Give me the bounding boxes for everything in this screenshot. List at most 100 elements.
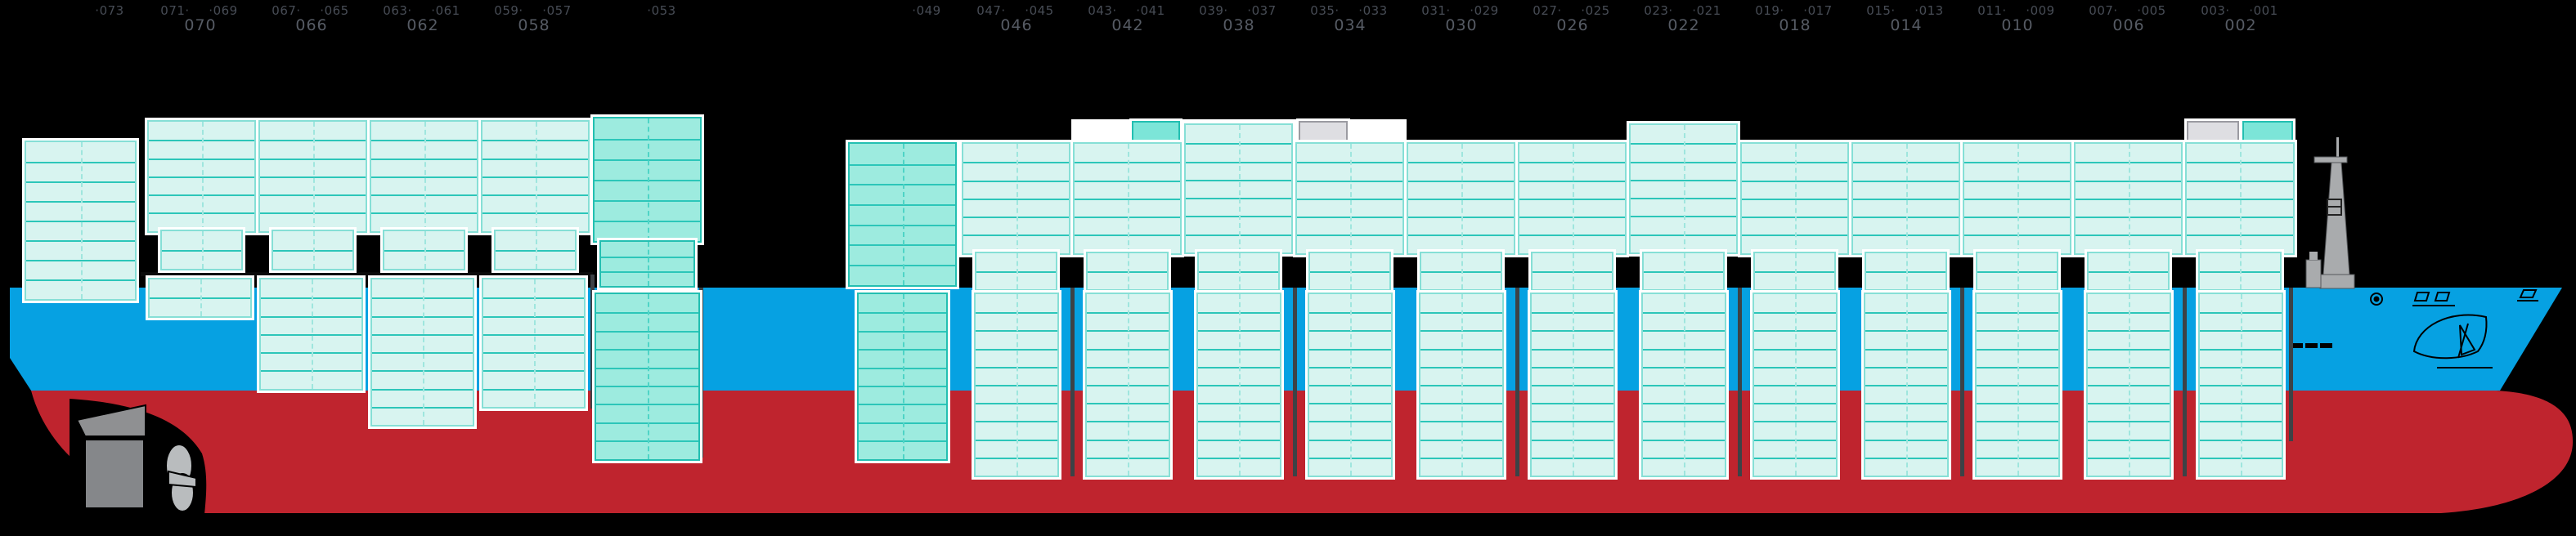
bay-002-hold-stack[interactable] xyxy=(2196,290,2286,480)
top-container-002-gray[interactable] xyxy=(2184,118,2242,145)
bay-042-hold-stack[interactable] xyxy=(1083,290,1173,480)
bay-label-058-main: 058 xyxy=(518,16,550,34)
bay-026-hold-stack[interactable] xyxy=(1528,290,1618,480)
bay-label-010-odd-left: 011· xyxy=(1977,3,2007,18)
bay-006-above-stack[interactable] xyxy=(2071,140,2185,257)
bay-label-018-odd-left: 019· xyxy=(1755,3,1784,18)
twenty-foot-divider xyxy=(424,122,426,231)
twenty-foot-divider xyxy=(201,231,204,269)
bay-022-hold-stack[interactable] xyxy=(1639,290,1729,480)
bay-053-hold-stack[interactable] xyxy=(592,290,702,463)
container-grid xyxy=(2198,252,2282,291)
bay-label-042-odd-left: 043· xyxy=(1088,3,1117,18)
bay-042-inset-stack[interactable] xyxy=(1084,249,1171,293)
bay-label-046-odd-left: 047· xyxy=(976,3,1006,18)
bay-058-inset-stack[interactable] xyxy=(491,227,579,273)
bay-066-inset-stack[interactable] xyxy=(269,227,357,273)
bay-030-above-stack[interactable] xyxy=(1404,140,1518,257)
twenty-foot-divider xyxy=(1573,294,1574,476)
twenty-foot-divider xyxy=(1905,253,1908,289)
twenty-foot-divider xyxy=(1572,144,1574,253)
bay-002-above-stack[interactable] xyxy=(2183,140,2297,257)
bay-label-062-main: 062 xyxy=(406,16,439,34)
twenty-foot-divider xyxy=(1684,294,1685,476)
bay-026-above-stack[interactable] xyxy=(1515,140,1629,257)
bay-002-inset-stack[interactable] xyxy=(2196,249,2284,293)
twenty-foot-divider xyxy=(2128,144,2130,253)
bay-026-inset-stack[interactable] xyxy=(1528,249,1616,293)
bay-014-inset-stack[interactable] xyxy=(1862,249,1950,293)
bay-label-038-odd-left: 039· xyxy=(1199,3,1228,18)
bay-010-hold-stack[interactable] xyxy=(1972,290,2062,480)
bay-062-inset-stack[interactable] xyxy=(380,227,468,273)
bay-046-inset-stack[interactable] xyxy=(972,249,1060,293)
bay-034-hold-stack[interactable] xyxy=(1305,290,1395,480)
bay-010-inset-stack[interactable] xyxy=(1973,249,2061,293)
bay-070-above-stack[interactable] xyxy=(145,118,258,235)
twenty-foot-divider xyxy=(311,279,313,389)
bulkhead-bar xyxy=(2289,288,2293,441)
bay-label-073: ·073 xyxy=(95,3,124,18)
container-grid xyxy=(1518,142,1627,255)
bay-018-hold-stack[interactable] xyxy=(1750,290,1840,480)
bay-049-hold-stack[interactable] xyxy=(855,290,950,463)
bay-030-inset-stack[interactable] xyxy=(1417,249,1505,293)
bay-label-002-odd-right: ·001 xyxy=(2249,3,2278,18)
bay-066-hold-stack[interactable] xyxy=(257,275,366,393)
bay-030-hold-stack[interactable] xyxy=(1416,290,1506,480)
bay-038-hold-stack[interactable] xyxy=(1194,290,1284,480)
bay-038-above-stack[interactable] xyxy=(1182,121,1295,257)
bay-label-014-odd-right: ·013 xyxy=(1914,3,1944,18)
bay-073-above-stack[interactable] xyxy=(22,138,139,303)
bay-070-hold-stack[interactable] xyxy=(146,275,254,320)
bay-014-hold-stack[interactable] xyxy=(1861,290,1951,480)
bay-042-above-stack[interactable] xyxy=(1070,140,1184,257)
bay-006-hold-stack[interactable] xyxy=(2084,290,2174,480)
bay-038-inset-stack[interactable] xyxy=(1195,249,1282,293)
bay-034-above-stack[interactable] xyxy=(1293,140,1407,257)
bay-062-hold-stack[interactable] xyxy=(368,275,477,429)
bay-046-above-stack[interactable] xyxy=(959,140,1073,257)
bay-label-070-odd-right: ·069 xyxy=(209,3,238,18)
bay-053-above-stack[interactable] xyxy=(590,114,704,245)
bay-label-026-main: 026 xyxy=(1556,16,1589,34)
bay-010-above-stack[interactable] xyxy=(1960,140,2074,257)
twenty-foot-divider xyxy=(647,242,649,286)
container-grid xyxy=(148,278,252,318)
bay-034-inset-stack[interactable] xyxy=(1306,249,1393,293)
bay-046-hold-stack[interactable] xyxy=(972,290,1061,480)
bay-070-inset-stack[interactable] xyxy=(158,227,245,273)
bay-022-inset-stack[interactable] xyxy=(1640,249,1727,293)
bay-label-049: ·049 xyxy=(912,3,941,18)
bow-flag-icon xyxy=(2519,289,2538,298)
bay-label-038-odd-right: ·037 xyxy=(1247,3,1277,18)
bay-058-hold-stack[interactable] xyxy=(479,275,588,411)
bay-label-070-odd-left: 071· xyxy=(160,3,190,18)
twenty-foot-divider xyxy=(647,294,649,459)
bay-018-above-stack[interactable] xyxy=(1738,140,1851,257)
twenty-foot-divider xyxy=(535,231,537,269)
bay-058-above-stack[interactable] xyxy=(478,118,592,235)
bay-049-above-stack[interactable] xyxy=(846,140,959,289)
container-grid xyxy=(593,117,702,243)
hull-bow-blue xyxy=(2290,288,2562,391)
bay-022-above-stack[interactable] xyxy=(1627,121,1740,257)
twenty-foot-divider xyxy=(1127,144,1129,253)
bay-label-030-odd-right: ·029 xyxy=(1470,3,1499,18)
bay-053-inset-stack[interactable] xyxy=(597,238,698,290)
bay-label-042-main: 042 xyxy=(1111,16,1144,34)
bay-label-026-odd-right: ·025 xyxy=(1581,3,1610,18)
container-grid xyxy=(857,293,948,461)
anchor-marking xyxy=(2412,314,2493,368)
bay-006-inset-stack[interactable] xyxy=(2085,249,2172,293)
bay-014-above-stack[interactable] xyxy=(1849,140,1963,257)
bay-label-030-main: 030 xyxy=(1445,16,1478,34)
bay-label-070-main: 070 xyxy=(184,16,217,34)
container-grid xyxy=(259,278,363,391)
bay-label-018-odd-right: ·017 xyxy=(1803,3,1833,18)
bay-018-inset-stack[interactable] xyxy=(1751,249,1838,293)
bay-066-above-stack[interactable] xyxy=(256,118,370,235)
bay-062-above-stack[interactable] xyxy=(367,118,481,235)
twenty-foot-divider xyxy=(535,122,537,231)
twenty-foot-divider xyxy=(200,279,202,316)
